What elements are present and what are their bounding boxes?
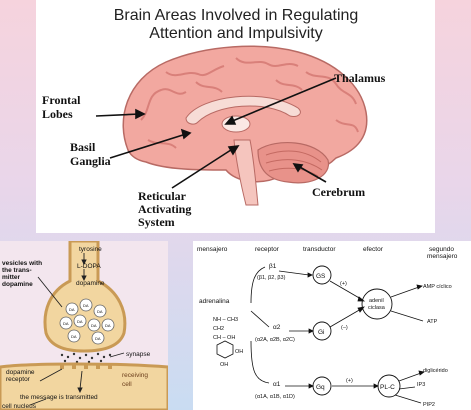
label-cell-nucleus: cell nucleus xyxy=(2,403,37,410)
gyri xyxy=(140,57,359,149)
header-segundo-2: mensajero xyxy=(427,253,458,260)
label-message-transmitted: the message is transmitted xyxy=(20,394,98,401)
label-adrenalina: adrenalina xyxy=(199,298,230,305)
label-cerebrum: Cerebrum xyxy=(312,185,365,199)
brain-illustration xyxy=(122,45,368,206)
label-receptor-2: receptor xyxy=(6,376,31,383)
label-vesicles-4: dopamine xyxy=(2,281,33,288)
label-beta1: β1 xyxy=(269,263,277,270)
label-basil-2: Ganglia xyxy=(70,154,111,168)
adrenergic-receptor-panel: mensajero receptor transductor efector s… xyxy=(193,241,471,410)
label-diglicerido: diglicérido xyxy=(423,368,448,374)
label-pip2: PIP2 xyxy=(423,402,435,408)
svg-text:DA: DA xyxy=(63,321,69,326)
label-frontal-2: Lobes xyxy=(42,107,73,121)
label-dopamine-top: dopamine xyxy=(76,280,105,287)
svg-text:CH – OH: CH – OH xyxy=(213,335,235,341)
label-adenil: adenil xyxy=(369,298,384,304)
gs-node xyxy=(312,265,332,285)
dopamine-receptors xyxy=(60,364,112,369)
svg-text:DA: DA xyxy=(91,323,97,328)
header-mensajero: mensajero xyxy=(197,246,228,253)
brain-arrows xyxy=(95,77,337,189)
label-alpha1: α1 xyxy=(273,381,281,388)
label-plc: PL-C xyxy=(380,384,395,391)
label-basil-1: Basil xyxy=(70,140,96,154)
header-transductor: transductor xyxy=(303,246,336,253)
label-receiving-2: cell xyxy=(122,381,132,388)
sign-plus-gs: (+) xyxy=(340,281,347,287)
label-frontal-1: Frontal xyxy=(42,93,81,107)
label-vesicles-1: vesicles with xyxy=(2,260,42,267)
label-gq: Gq xyxy=(316,384,325,391)
brain-areas-panel: Brain Areas Involved in Regulating Atten… xyxy=(36,0,435,233)
label-atp: ATP xyxy=(427,319,438,325)
label-alpha1-subtypes: (α1A, α1B, α1D) xyxy=(255,394,295,400)
adrenergic-pathway-diagram: mensajero receptor transductor efector s… xyxy=(197,246,458,408)
label-receptor-1: dopamine xyxy=(6,369,35,376)
vesicle-marks: DA DA DA DA DA DA DA DA DA xyxy=(63,303,111,341)
svg-text:NH – CH3: NH – CH3 xyxy=(213,317,238,323)
svg-text:DA: DA xyxy=(71,334,77,339)
label-reticular-3: System xyxy=(138,215,175,229)
brain-stem xyxy=(233,139,259,206)
svg-text:DA: DA xyxy=(95,336,101,341)
label-ip3: IP3 xyxy=(417,382,425,388)
header-efector: efector xyxy=(363,246,384,253)
dopamine-synapse-panel: DA DA DA DA DA DA DA DA DA xyxy=(0,241,168,410)
header-segundo-1: segundo xyxy=(429,246,454,253)
corpus-callosum xyxy=(185,95,301,125)
dopamine-arrows xyxy=(29,253,125,406)
sign-minus-gi: (–) xyxy=(341,325,348,331)
presynaptic-terminal xyxy=(43,241,127,353)
brain-title-line1: Brain Areas Involved in Regulating xyxy=(114,7,359,24)
svg-text:DA: DA xyxy=(83,303,89,308)
sign-plus-gq: (+) xyxy=(346,378,353,384)
svg-text:DA: DA xyxy=(77,319,83,324)
label-gs: GS xyxy=(316,273,326,280)
label-tyrosine: tyrosine xyxy=(79,246,102,253)
vesicles xyxy=(59,298,115,345)
label-receiving-1: receiving xyxy=(122,372,148,379)
svg-text:CH2: CH2 xyxy=(213,326,224,332)
label-alpha2-subtypes: (α2A, α2B, α2C) xyxy=(255,337,295,343)
svg-text:OH: OH xyxy=(235,349,243,355)
header-receptor: receptor xyxy=(255,246,280,253)
svg-text:DA: DA xyxy=(69,307,75,312)
adenylyl-cyclase-node xyxy=(361,288,393,320)
label-beta-subtypes: (β1, β2, β3) xyxy=(257,275,286,281)
pathway-arrows xyxy=(250,266,425,404)
cerebellum-folds xyxy=(265,150,323,177)
dopamine-synapse-diagram: DA DA DA DA DA DA DA DA DA xyxy=(0,241,168,410)
label-vesicles-2: the trans- xyxy=(2,267,32,274)
label-reticular-2: Activating xyxy=(138,202,191,216)
brain-title-line2: Attention and Impulsivity xyxy=(149,25,322,42)
svg-text:DA: DA xyxy=(97,309,103,314)
label-thalamus: Thalamus xyxy=(334,71,386,85)
label-reticular-1: Reticular xyxy=(138,189,187,203)
adrenaline-structure: NH – CH3 CH2 CH – OH OH OH xyxy=(213,317,243,368)
label-amp-ciclico: AMP cíclico xyxy=(423,284,452,290)
label-l-dopa: L-DOPA xyxy=(77,263,101,270)
brain-diagram: Brain Areas Involved in Regulating Atten… xyxy=(42,7,386,229)
label-gi: Gi xyxy=(318,329,325,336)
label-synapse: synapse xyxy=(126,351,151,358)
dopamine-molecules xyxy=(60,352,112,364)
label-vesicles-3: mitter xyxy=(2,274,21,281)
svg-text:OH: OH xyxy=(220,362,228,368)
label-ciclasa: ciclasa xyxy=(368,305,386,311)
label-alpha2: α2 xyxy=(273,324,281,331)
svg-text:DA: DA xyxy=(105,323,111,328)
